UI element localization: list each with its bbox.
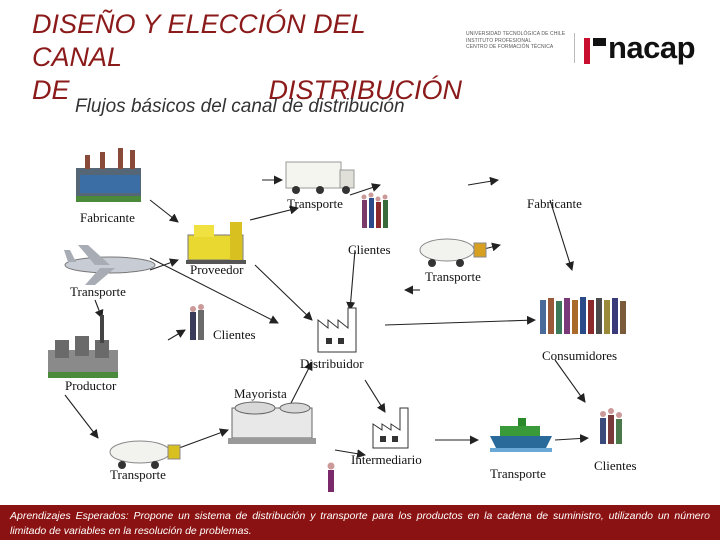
title-line-1: DISEÑO Y ELECCIÓN DEL CANAL <box>32 9 366 72</box>
learning-outcomes-footer: Aprendizajes Esperados: Propone un siste… <box>0 505 720 540</box>
label-proveedor: Proveedor <box>190 262 244 277</box>
label-productor: Productor <box>65 378 117 393</box>
page-title: DISEÑO Y ELECCIÓN DEL CANAL DE DISTRIBUC… <box>32 8 462 107</box>
power-plant-icon <box>48 315 118 378</box>
logo-divider <box>574 33 575 63</box>
distributor-icon <box>317 307 357 353</box>
label-transporte-ship: Transporte <box>490 466 546 481</box>
inacap-logo-icon <box>584 38 606 64</box>
label-fabricante-left: Fabricante <box>80 210 135 225</box>
tanker-truck-icon <box>419 238 487 267</box>
title-line-2-right: DISTRIBUCIÓN <box>268 75 462 105</box>
label-clientes-bottom: Clientes <box>594 458 637 473</box>
distribution-flow-diagram <box>48 148 626 492</box>
ship-icon <box>490 418 552 452</box>
label-transporte-top: Transporte <box>287 196 343 211</box>
logo-wordmark: nacap <box>608 30 696 65</box>
airplane-icon <box>64 245 156 285</box>
wholesaler-icon <box>228 401 316 444</box>
tanker-truck-icon <box>109 440 181 469</box>
institution-line-3: CENTRO DE FORMACIÓN TÉCNICA <box>466 44 554 50</box>
label-fabricante-right: Fabricante <box>527 196 582 211</box>
clients-icon <box>600 408 622 444</box>
factory-icon <box>76 148 141 202</box>
clients-icon <box>190 304 204 340</box>
institution-line-2: INSTITUTO PROFESIONAL <box>466 37 532 44</box>
supplier-icon <box>186 222 246 264</box>
flow-arrows <box>64 175 589 459</box>
label-clientes-mid: Clientes <box>213 327 256 342</box>
label-transporte-plane: Transporte <box>70 284 126 299</box>
label-transporte-mid: Transporte <box>425 269 481 284</box>
truck-icon <box>285 161 355 194</box>
diagram-subtitle: Flujos básicos del canal de distribución <box>75 96 405 117</box>
label-intermediario: Intermediario <box>351 452 422 467</box>
person-icon <box>327 462 335 492</box>
title-line-2: DE DISTRIBUCIÓN <box>32 74 462 107</box>
institution-text: UNIVERSIDAD TECNOLÓGICA DE CHILE INSTITU… <box>466 31 571 51</box>
label-clientes-top: Clientes <box>348 242 391 257</box>
consumers-icon <box>540 297 626 334</box>
customers-icon <box>361 192 388 228</box>
label-distribuidor: Distribuidor <box>300 356 364 371</box>
label-transporte-bottom-left: Transporte <box>110 467 166 482</box>
intermediary-icon <box>372 407 409 449</box>
title-line-2-left: DE <box>32 75 70 105</box>
label-consumidores: Consumidores <box>542 348 618 363</box>
label-mayorista: Mayorista <box>234 386 287 401</box>
institution-line-1: UNIVERSIDAD TECNOLÓGICA DE CHILE <box>466 31 566 37</box>
